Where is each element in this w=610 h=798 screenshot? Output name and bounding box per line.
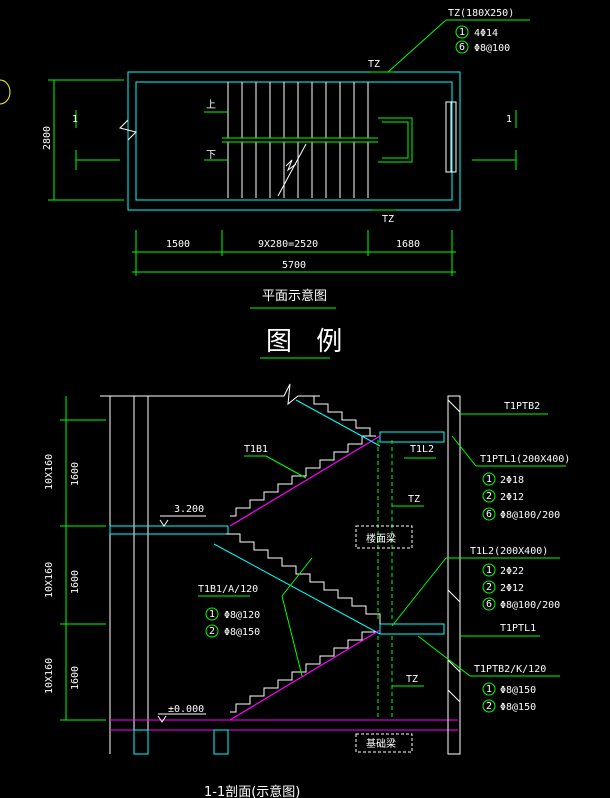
plan-dim-total: 5700 <box>282 260 306 271</box>
plan-upper-treads <box>227 82 369 138</box>
rebar-num: 1 <box>209 609 215 620</box>
plan-inner-wall <box>135 81 453 201</box>
plan-section-mark-left: 1 <box>72 114 78 125</box>
section-left-dim-1b: 1600 <box>70 462 81 486</box>
plan-break-line <box>119 119 137 141</box>
section-base-beam: 基础梁 <box>366 737 396 750</box>
plan-tz-callout: TZ(180X250) <box>448 8 514 19</box>
section-tz-1: TZ <box>408 494 420 505</box>
section-left-dim-2b: 1600 <box>70 570 81 594</box>
rebar-marker <box>482 699 496 713</box>
section-left-dim-3: 10X160 <box>44 658 55 694</box>
rebar-marker <box>482 507 496 521</box>
plan-up-label: 上 <box>206 99 216 111</box>
section-elev-mid: 3.200 <box>174 504 204 515</box>
section-left-dim-1: 10X160 <box>44 454 55 490</box>
section-left-dim-2: 10X160 <box>44 562 55 598</box>
section-ptl1-2: T1PTL1 <box>500 623 536 634</box>
plan-tz-rebar-1: 4Φ14 <box>474 28 498 39</box>
section-ptl1-r3: Φ8@100/200 <box>500 510 560 521</box>
rebar-marker <box>482 682 496 696</box>
section-caption: 1-1剖面(示意图) <box>204 784 300 798</box>
rebar-num: 1 <box>486 474 492 485</box>
plan-lower-treads <box>227 142 369 198</box>
rebar-num: 6 <box>486 509 492 520</box>
section-tb1: T1B1 <box>244 444 268 455</box>
rebar-marker <box>482 563 496 577</box>
section-ptb2-r1: Φ8@150 <box>500 685 536 696</box>
rebar-marker <box>482 597 496 611</box>
section-ptl1-r2: 2Φ12 <box>500 492 524 503</box>
section-tz-2: TZ <box>406 674 418 685</box>
section-ptb2-r2: Φ8@150 <box>500 702 536 713</box>
rebar-num: 2 <box>486 582 492 593</box>
section-tl2-title: T1L2(200X400) <box>470 546 548 557</box>
rebar-marker <box>455 25 469 39</box>
rebar-num: 1 <box>486 565 492 576</box>
rebar-num: 2 <box>486 701 492 712</box>
plan-dim-2: 9X280=2520 <box>258 239 318 250</box>
plan-height-dim: 2800 <box>42 126 53 150</box>
rebar-marker <box>455 40 469 54</box>
plan-down-label: 下 <box>206 150 216 161</box>
legend-title: 图 例 <box>266 327 350 357</box>
section-ptl1-r1: 2Φ18 <box>500 475 524 486</box>
rebar-num: 6 <box>459 42 465 53</box>
rebar-num: 1 <box>459 27 465 38</box>
plan-dim-3: 1680 <box>396 239 420 250</box>
section-tb1-rebar-1: Φ8@120 <box>224 610 260 621</box>
section-tb1-alt: T1B1/A/120 <box>198 584 258 595</box>
section-view: 10X160 1600 10X160 1600 10X160 1600 3.20… <box>44 383 570 798</box>
rebar-marker <box>205 607 219 621</box>
section-left-dim-3b: 1600 <box>70 666 81 690</box>
plan-outer-wall <box>127 71 461 211</box>
rebar-marker <box>482 472 496 486</box>
rebar-num: 2 <box>486 491 492 502</box>
plan-dim-1: 1500 <box>166 239 190 250</box>
section-tl2-r1: 2Φ22 <box>500 566 524 577</box>
section-tb1-rebar-2: Φ8@150 <box>224 627 260 638</box>
rebar-marker <box>482 580 496 594</box>
section-ptl1-title: T1PTL1(200X400) <box>480 454 570 465</box>
rebar-num: 1 <box>486 684 492 695</box>
section-tl2-r3: Φ8@100/200 <box>500 600 560 611</box>
rebar-marker <box>482 489 496 503</box>
plan-tz-top-label: TZ <box>368 59 380 70</box>
plan-caption: 平面示意图 <box>262 288 327 304</box>
plan-view: TZ TZ 上 下 TZ(180X250) 1 4Φ14 6 Φ8@100 1 … <box>0 8 530 309</box>
section-ptb2: T1PTB2 <box>504 401 540 412</box>
plan-tz-rebar-2: Φ8@100 <box>474 43 510 54</box>
section-tl2-r2: 2Φ12 <box>500 583 524 594</box>
section-floor-beam: 楼面梁 <box>366 532 396 545</box>
plan-tz-bottom-label: TZ <box>382 214 394 225</box>
rebar-num: 2 <box>209 626 215 637</box>
section-ptb2-alt: T1PTB2/K/120 <box>474 664 546 675</box>
section-tl2: T1L2 <box>410 444 434 455</box>
rebar-marker <box>205 624 219 638</box>
section-elev-base: ±0.000 <box>168 704 204 715</box>
plan-section-mark-right: 1 <box>506 114 512 125</box>
rebar-num: 6 <box>486 599 492 610</box>
